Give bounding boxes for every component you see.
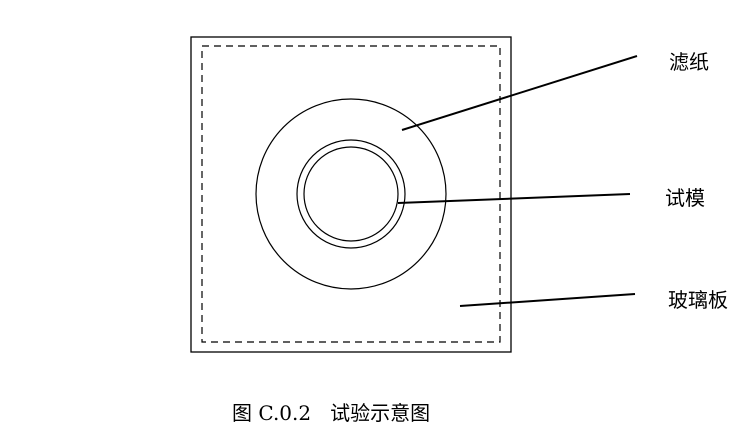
filter-paper-circle [255,98,447,290]
label-glass-plate: 玻璃板 [668,288,728,312]
leader-line-test-mold [397,193,631,204]
test-mold-outer-ring [296,139,406,249]
test-mold-inner-ring [303,146,399,242]
glass-plate-outline [190,36,512,353]
leader-line-glass-plate [459,293,636,307]
leader-line-filter-paper [401,55,638,131]
label-test-mold: 试模 [665,186,705,210]
label-filter-paper: 滤纸 [669,50,709,74]
figure-caption: 图 C.0.2 试验示意图 [232,401,431,425]
glass-plate-dashed-border [201,45,501,343]
